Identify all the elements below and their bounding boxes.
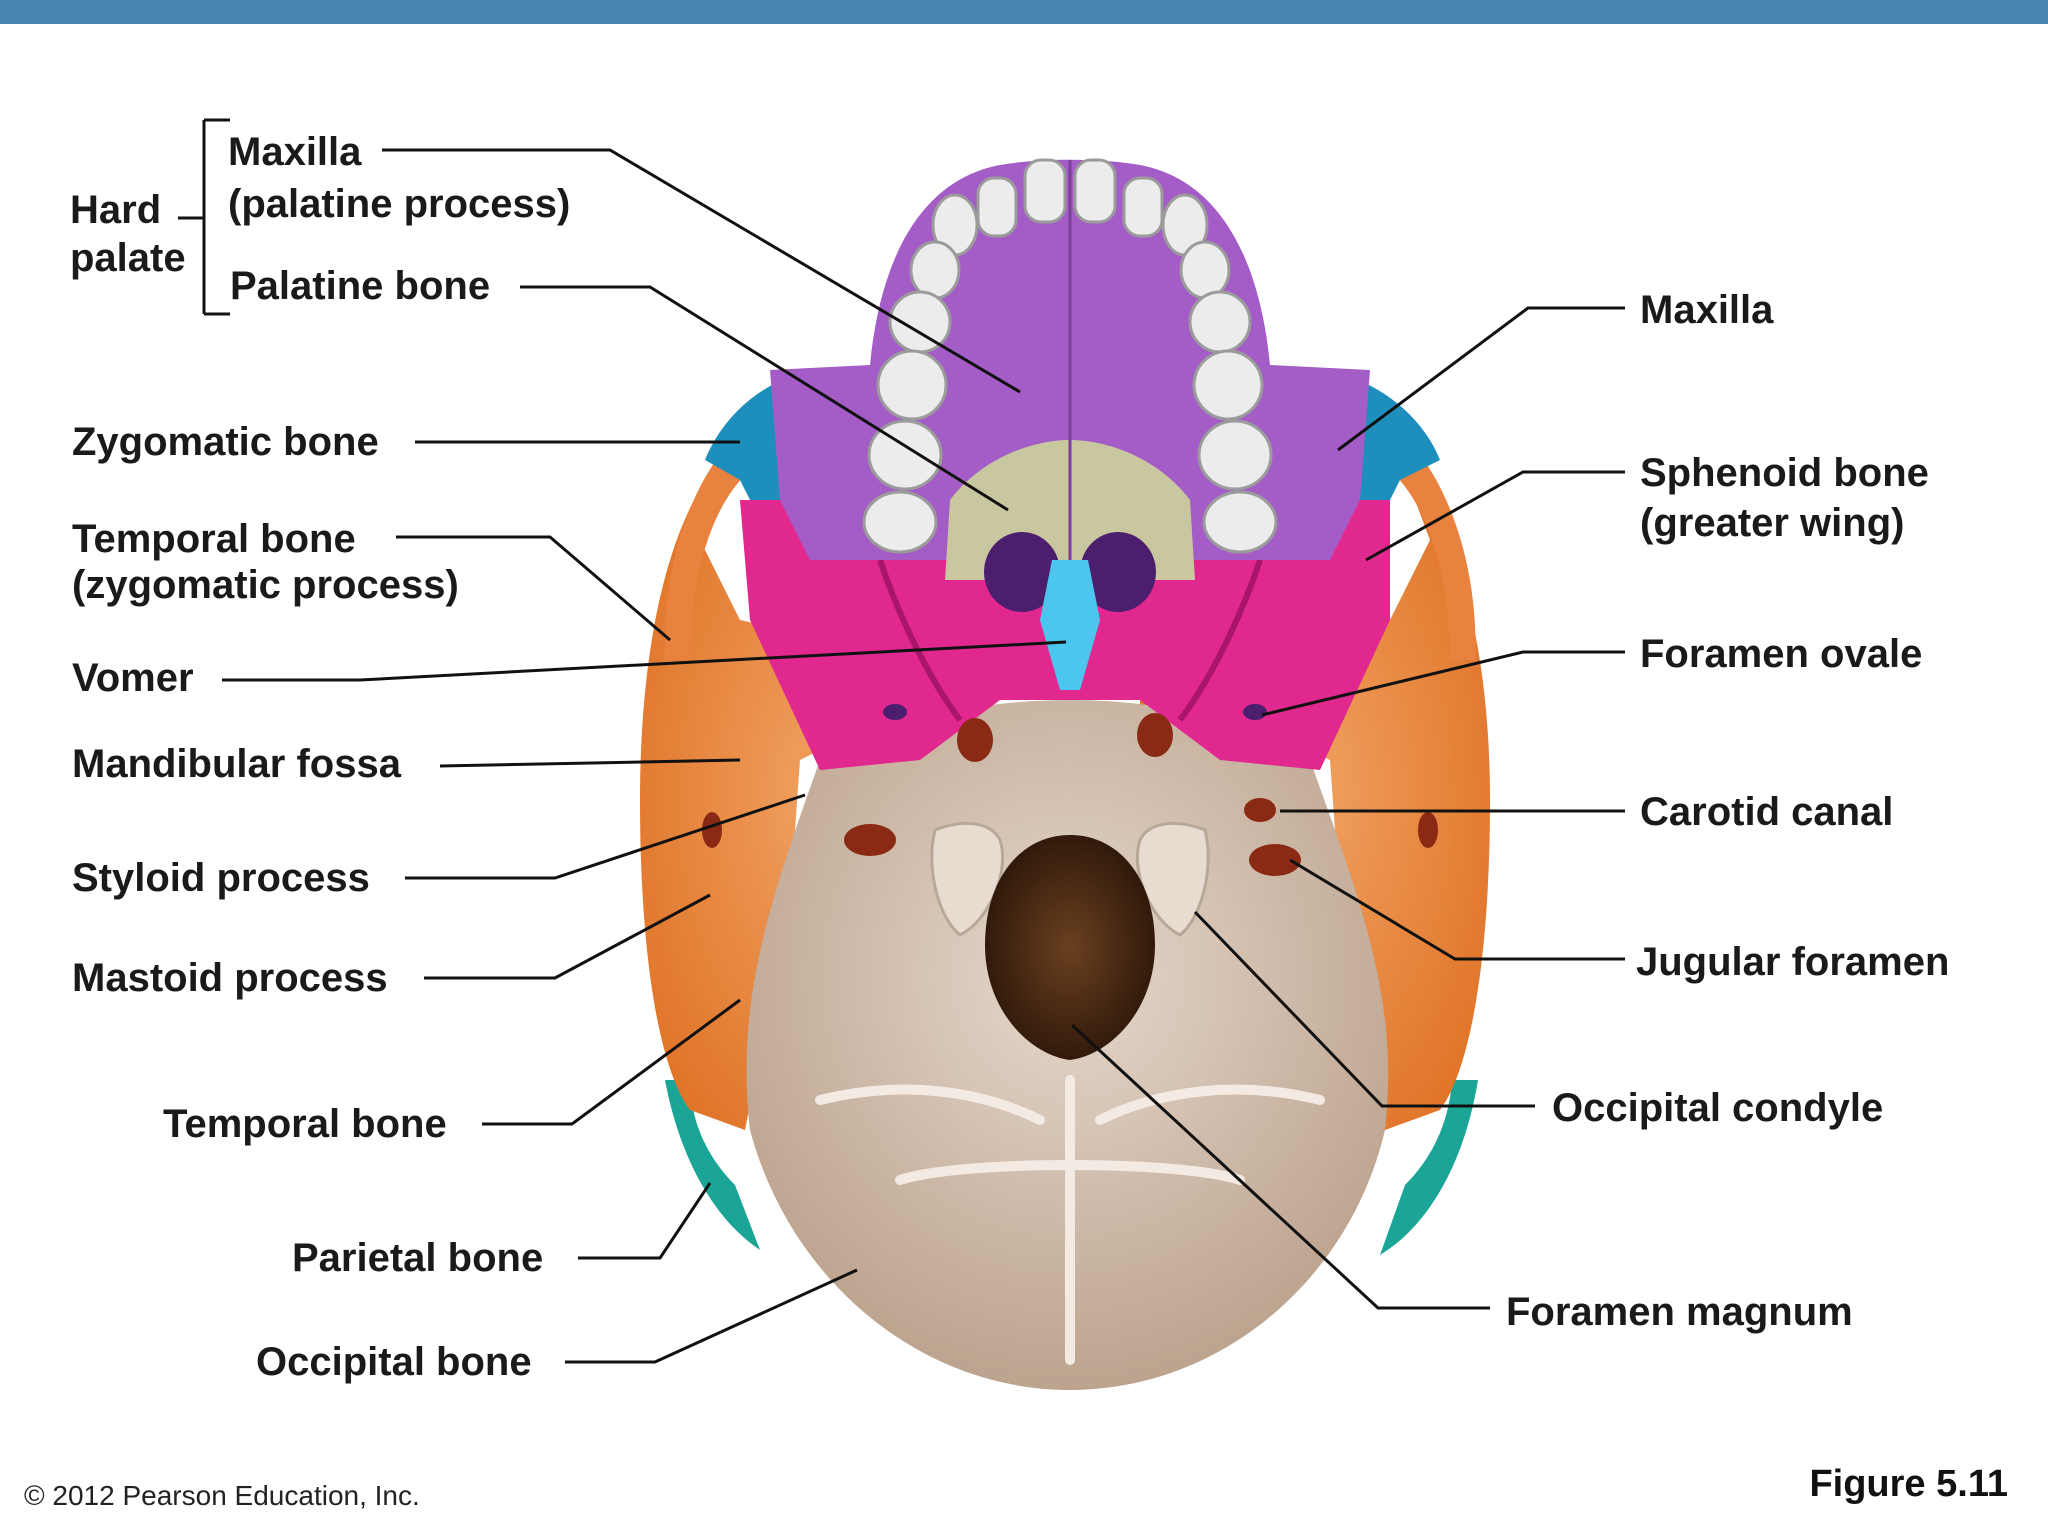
hard-palate-text: Hard palate	[70, 188, 186, 280]
foramen-ovale-right	[1243, 704, 1267, 720]
temporal-bone-right	[1140, 460, 1490, 1130]
occipital-condyle-left	[930, 821, 1005, 937]
parietal-bone-left	[665, 1080, 760, 1250]
label-foramen-magnum: Foramen magnum	[1506, 1290, 1853, 1334]
choana-left	[984, 532, 1060, 612]
label-jugular-foramen: Jugular foramen	[1636, 940, 1950, 984]
choana-right	[1080, 532, 1156, 612]
label-zygomatic-bone: Zygomatic bone	[72, 420, 379, 464]
label-mandibular-fossa: Mandibular fossa	[72, 742, 401, 786]
label-sphenoid-bone: Sphenoid bone (greater wing)	[1640, 448, 1929, 548]
foramina	[702, 713, 1438, 876]
label-carotid-canal: Carotid canal	[1640, 790, 1894, 834]
leader-lines	[178, 118, 1625, 1364]
label-vomer: Vomer	[72, 656, 194, 700]
label-mastoid-process: Mastoid process	[72, 956, 388, 1000]
label-temporal-bone: Temporal bone	[163, 1102, 447, 1146]
sphenoid-bone-text: Sphenoid bone (greater wing)	[1640, 451, 1929, 545]
label-occipital-condyle: Occipital condyle	[1552, 1086, 1884, 1130]
parietal-bone-right	[1380, 1080, 1478, 1255]
figure-number: Figure 5.11	[1809, 1463, 2008, 1505]
label-palatine-bone: Palatine bone	[230, 264, 491, 308]
maxilla-palatine-text: Maxilla (palatine process)	[228, 130, 571, 226]
vomer-bone	[1040, 560, 1100, 690]
top-bar	[0, 0, 2048, 24]
foramen-ovale-left	[883, 704, 907, 720]
zygomatic-arch-right	[1370, 420, 1476, 660]
copyright-notice: © 2012 Pearson Education, Inc.	[24, 1480, 420, 1511]
label-styloid-process: Styloid process	[72, 856, 370, 900]
label-occipital-bone: Occipital bone	[256, 1340, 532, 1384]
temporal-bone-left	[640, 460, 990, 1130]
teeth	[862, 158, 1278, 554]
zygomatic-arch-left	[664, 420, 770, 660]
label-hard-palate: Hard palate	[70, 186, 186, 282]
foramen-magnum	[985, 835, 1155, 1060]
label-maxilla-palatine-process: Maxilla (palatine process)	[228, 126, 570, 230]
label-parietal-bone: Parietal bone	[292, 1236, 544, 1280]
label-maxilla: Maxilla	[1640, 288, 1774, 332]
label-foramen-ovale: Foramen ovale	[1640, 632, 1923, 676]
temporal-zygomatic-text: Temporal bone (zygomatic process)	[72, 517, 459, 607]
label-temporal-zygomatic-process: Temporal bone (zygomatic process)	[72, 516, 459, 608]
occipital-condyle-right	[1135, 821, 1210, 937]
